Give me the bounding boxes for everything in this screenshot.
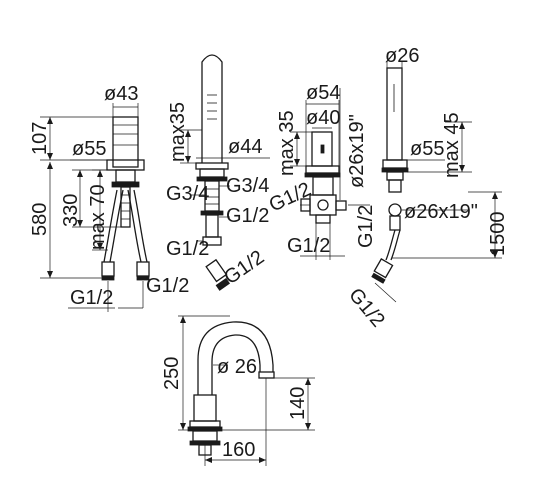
label-max45: max 45 [441, 112, 463, 178]
label-g12-spout-b: G1/2 [166, 238, 209, 260]
spout-tube [201, 54, 223, 163]
diverter-drawing: ø54 ø40 max 35 ø26x19" G1/2 G1/2 G1/2 [266, 82, 377, 260]
curved-spout-drawing: 250 ø 26 140 160 [161, 315, 315, 466]
curved-spout-tube [197, 321, 274, 395]
spout-drawing: max35 ø44 G3/4 G3/4 G1/2 G1/2 G1/2 [166, 54, 270, 291]
label-g12-spout-c: G1/2 [220, 246, 268, 289]
label-g12-spout-a: G1/2 [226, 205, 269, 227]
hose [385, 229, 396, 261]
label-d54: ø54 [306, 82, 340, 104]
label-h250: 250 [161, 357, 183, 390]
label-d43: ø43 [104, 83, 138, 105]
label-h1500: 1500 [487, 212, 509, 257]
label-w160: 160 [222, 439, 255, 461]
mixer-upper-body [112, 116, 139, 168]
label-h140: 140 [287, 387, 309, 420]
label-d26x19-valve: ø26x19" [346, 114, 368, 188]
label-g12-bottom-a: G1/2 [70, 287, 113, 309]
label-max35-spout: max35 [167, 102, 189, 162]
label-h330: 330 [60, 194, 82, 227]
mixer-shank [115, 169, 136, 183]
label-g12-bottom-b: G1/2 [146, 275, 189, 297]
label-g34-left: G3/4 [166, 183, 209, 205]
label-d44: ø44 [228, 136, 262, 158]
label-g12-hose: G1/2 [344, 284, 389, 331]
label-d40: ø40 [306, 107, 340, 129]
label-h580: 580 [29, 203, 51, 236]
label-g34-right: G3/4 [226, 175, 269, 197]
curved-spout-base [193, 394, 217, 422]
label-g12-valve-b: G1/2 [355, 205, 377, 248]
label-d55-left: ø55 [72, 138, 106, 160]
label-h107: 107 [29, 122, 51, 155]
hand-shower-drawing: ø26 ø55 max 45 ø26x19" 1500 G1/2 [344, 45, 509, 331]
hose-outlet [388, 203, 402, 217]
label-g12-valve-c: G1/2 [287, 235, 330, 257]
mixer-body-drawing: ø43 ø55 107 580 330 max 70 G1/2 G1/2 [29, 83, 189, 312]
spout-collar [195, 162, 229, 170]
label-d26-hand: ø26 [385, 45, 419, 67]
label-d26-bottom: ø 26 [217, 356, 257, 378]
label-max70: max 70 [87, 184, 109, 250]
label-d26x19-hose: ø26x19" [404, 201, 478, 223]
label-d55-hand: ø55 [410, 138, 444, 160]
label-max35-valve: max 35 [276, 110, 298, 176]
hand-shower-handle [386, 67, 403, 161]
